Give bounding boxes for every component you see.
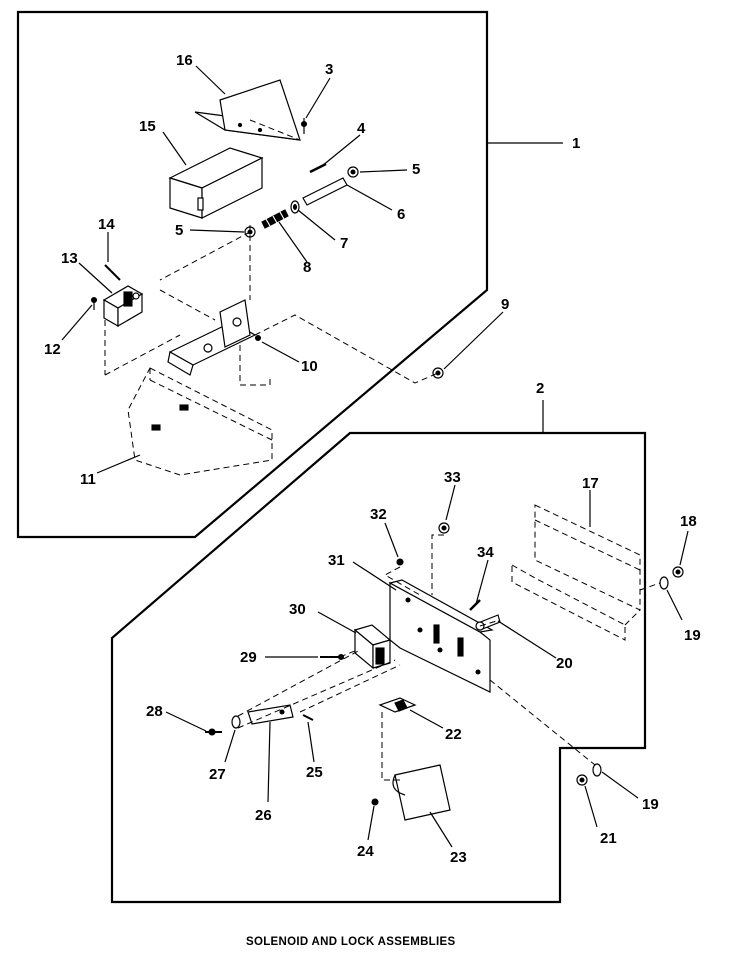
assembly-2-boundary [110,431,647,904]
callout-5-upper: 5 [412,161,420,178]
part-13-solenoid [102,285,144,328]
part-22-latch [378,697,417,713]
diagram-caption: SOLENOID AND LOCK ASSEMBLIES [246,936,455,948]
callout-28: 28 [146,703,163,720]
callout-19-lower: 19 [642,796,659,813]
callout-9: 9 [501,296,509,313]
assembly-2-guides [237,534,661,781]
callout-27: 27 [209,766,226,783]
callout-4: 4 [357,120,366,137]
callout-6: 6 [397,206,405,223]
callout-33: 33 [444,469,461,486]
part-19-washer-right [659,576,669,590]
part-8-spring [261,209,289,229]
callout-29: 29 [240,649,257,666]
callout-21: 21 [600,830,617,847]
part-19-washer-lower [592,763,602,777]
assembly-1-label: 1 [572,135,580,152]
callout-7: 7 [340,235,348,252]
part-21-nut [576,774,588,786]
assembly-1-guides [104,119,439,386]
part-33-screw [438,522,450,534]
callout-10: 10 [301,358,318,375]
callout-18: 18 [680,513,697,530]
part-18-nut [672,566,684,578]
part-7-washer [290,200,300,214]
part-31-lock-plate [388,579,494,693]
part-12-screw [90,296,98,310]
part-25-pin [302,714,314,721]
part-24-screw [371,798,379,806]
callout-30: 30 [289,601,306,618]
part-17-bracket [511,504,641,641]
callout-32: 32 [370,506,387,523]
part-16-shield [194,79,301,141]
callout-13: 13 [61,250,78,267]
part-3-screw [300,118,308,134]
callout-19-right: 19 [684,627,701,644]
callout-20: 20 [556,655,573,672]
part-14-screw [104,264,121,281]
part-10-mounting-bracket [167,299,262,376]
part-15-solenoid-cover [168,147,264,219]
callout-22: 22 [445,726,462,743]
callout-numbers: 16 3 15 4 5 6 7 5 8 14 13 12 10 11 9 17 … [44,52,701,866]
callout-8: 8 [303,259,311,276]
callout-leaders [61,65,689,848]
callout-26: 26 [255,807,272,824]
callout-16: 16 [176,52,193,69]
callout-23: 23 [450,849,467,866]
callout-24: 24 [357,843,374,860]
assembly-2-label: 2 [536,380,544,397]
part-28-screw [205,728,222,736]
callout-17: 17 [582,475,599,492]
part-5-nut-upper [347,166,359,178]
part-6-plunger-rod [302,177,348,206]
part-34-pin [469,599,481,611]
callout-11: 11 [80,471,96,488]
callout-31: 31 [328,552,345,569]
callout-15: 15 [139,118,156,135]
callout-14: 14 [98,216,115,233]
part-29-screw [320,653,345,661]
assembly-1-boundary [16,10,489,539]
callout-3: 3 [325,61,333,78]
callout-25: 25 [306,764,323,781]
part-9-screw [432,367,444,379]
part-23-cover [392,764,451,821]
part-11-panel [127,367,273,476]
part-26-lever [247,704,294,725]
part-27-washer [231,715,241,729]
callout-12: 12 [44,341,61,358]
part-30-bracket [353,624,392,670]
callout-34: 34 [477,544,494,561]
callout-5-lower: 5 [175,222,183,239]
part-32-screw [396,558,404,566]
